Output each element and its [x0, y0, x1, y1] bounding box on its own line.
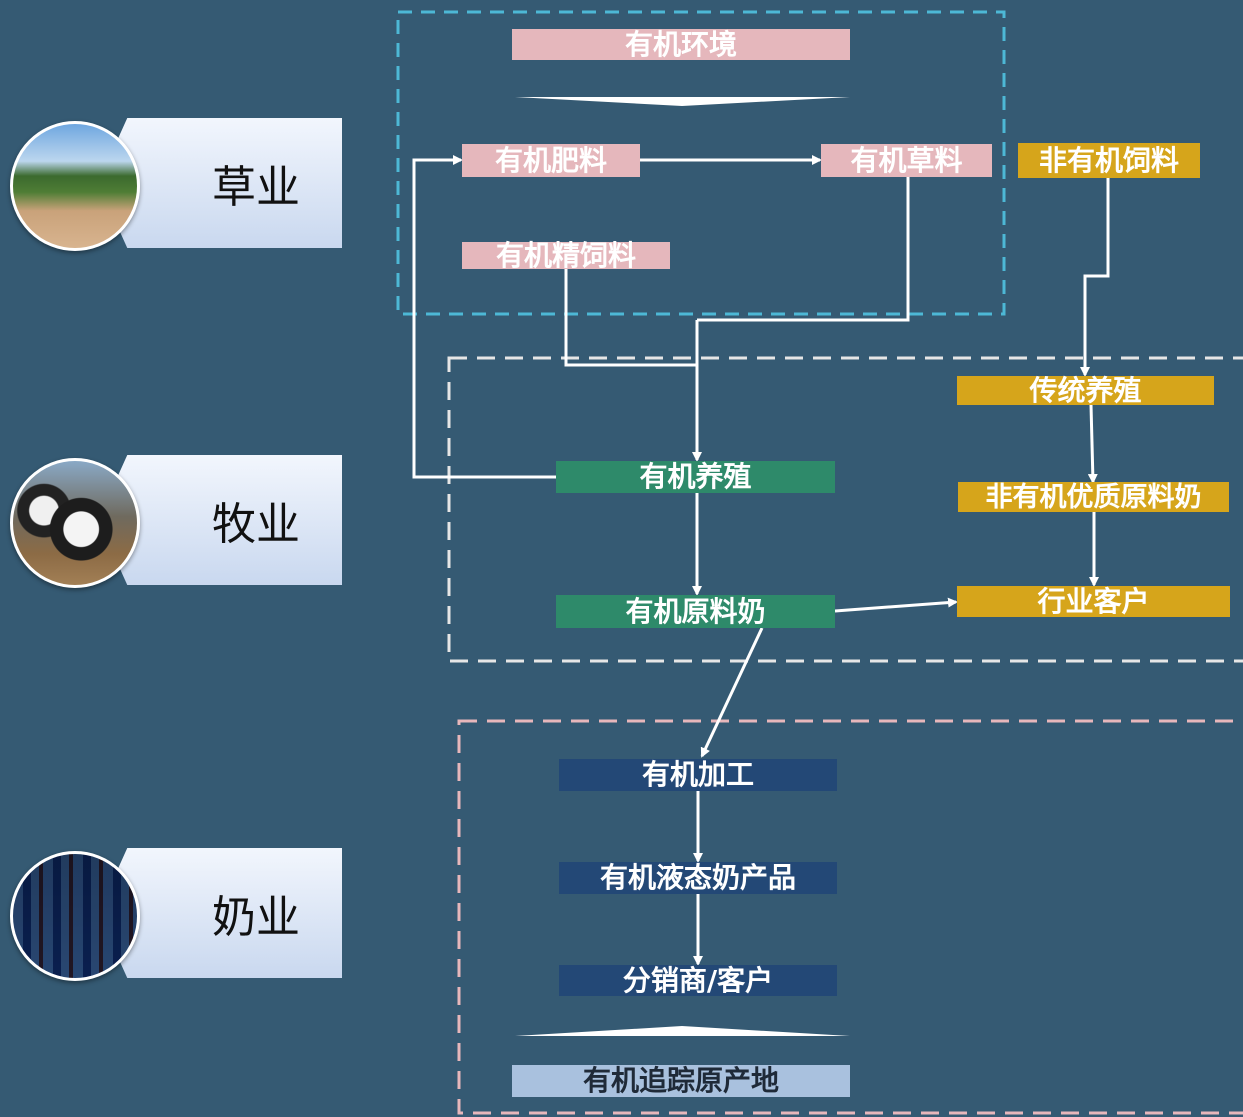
sector-livestock-label: 牧业 — [212, 499, 300, 550]
line-concentrate-join — [564, 268, 697, 367]
traceability-chevron — [515, 1026, 850, 1036]
arrow-rawmilk-processing — [700, 627, 764, 758]
arrow-traditional-quality — [1087, 404, 1098, 484]
node-industry-customers: 行业客户 — [957, 586, 1230, 617]
node-organic-liquid-milk: 有机液态奶产品 — [559, 862, 837, 894]
node-organic-concentrate: 有机精饲料 — [462, 241, 670, 269]
node-organic-breeding: 有机养殖 — [556, 461, 835, 493]
node-organic-traceability: 有机追踪原产地 — [512, 1065, 850, 1097]
grass-frame — [396, 10, 1006, 316]
node-nonorganic-feed: 非有机饲料 — [1018, 143, 1200, 178]
node-organic-forage: 有机草料 — [821, 144, 992, 177]
cow-photo-icon — [10, 458, 140, 588]
node-traditional-breeding: 传统养殖 — [957, 376, 1214, 405]
node-organic-fertilizer: 有机肥料 — [462, 144, 640, 177]
line-forage-join — [697, 176, 910, 322]
dairy-frame — [457, 719, 1243, 1115]
environment-chevron — [515, 97, 850, 106]
node-nonorganic-quality-milk: 非有机优质原料奶 — [958, 482, 1229, 512]
dairy-shelf-photo-icon — [10, 851, 140, 981]
arrow-feed-traditional — [1080, 178, 1110, 377]
node-organic-raw-milk: 有机原料奶 — [556, 595, 835, 628]
arrow-breeding-fertilizer — [412, 155, 556, 479]
sector-grass-label: 草业 — [212, 162, 300, 213]
livestock-frame — [447, 356, 1243, 663]
sector-dairy-label: 奶业 — [212, 892, 300, 943]
arrow-rawmilk-customers — [834, 597, 958, 613]
node-organic-processing: 有机加工 — [559, 759, 837, 791]
node-organic-environment: 有机环境 — [512, 29, 850, 60]
grassland-photo-icon — [10, 121, 140, 251]
node-distributors: 分销商/客户 — [559, 965, 837, 996]
